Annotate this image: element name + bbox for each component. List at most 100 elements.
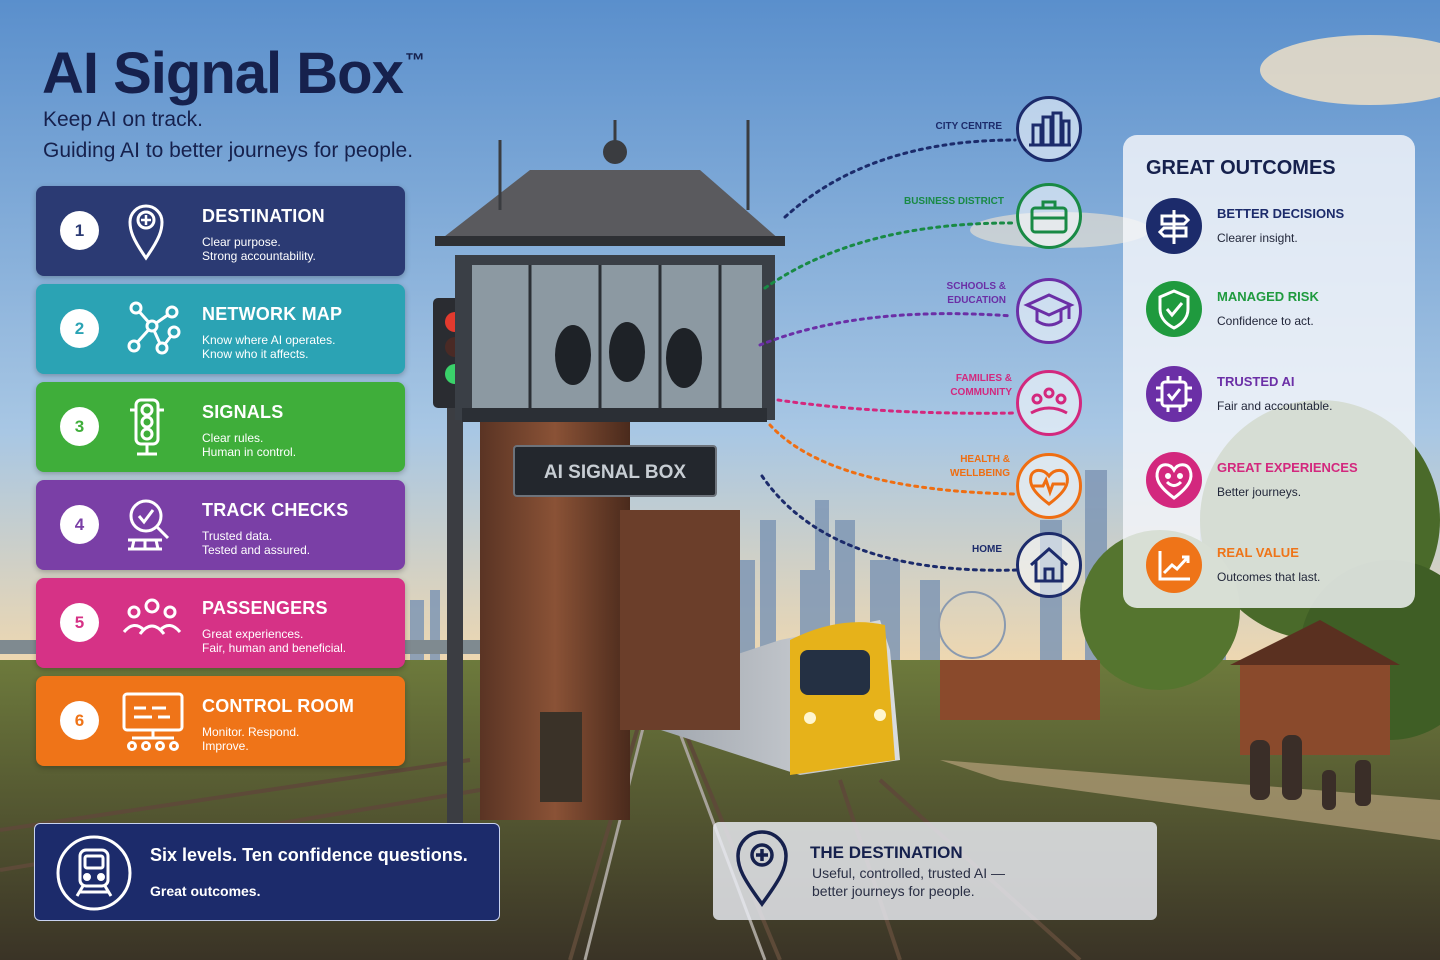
destination-city-centre[interactable] bbox=[1016, 96, 1082, 162]
six-levels-line: Six levels. Ten confidence questions. bbox=[150, 845, 468, 865]
growth-chart-icon bbox=[1146, 537, 1202, 593]
city-buildings-icon bbox=[1029, 111, 1071, 147]
level-number: 6 bbox=[60, 701, 99, 740]
level-number: 4 bbox=[60, 505, 99, 544]
destination-label-business-district: BUSINESS DISTRICT bbox=[880, 195, 1004, 209]
level-title: SIGNALS bbox=[202, 402, 284, 422]
level-desc-2: Strong accountability. bbox=[202, 249, 316, 263]
destination-health-wellbeing[interactable] bbox=[1016, 453, 1082, 519]
level-card-track-checks[interactable]: 4 TRACK CHECKS Trusted data. Tested and … bbox=[36, 480, 405, 570]
destination-label-line-2: COMMUNITY bbox=[950, 387, 1012, 398]
destination-title: THE DESTINATION bbox=[810, 843, 963, 862]
great-outcomes-line: Great outcomes. bbox=[150, 883, 261, 899]
level-desc-2: Fair, human and beneficial. bbox=[202, 641, 347, 655]
magnifier-check-icon bbox=[128, 499, 170, 551]
level-card-control-room[interactable]: 6 CONTROL ROOM Monitor. Respond. Improve… bbox=[36, 676, 405, 766]
outcome-desc: Clearer insight. bbox=[1217, 231, 1298, 245]
subtitle-line-1: Keep AI on track. bbox=[43, 108, 203, 131]
destination-label-schools: SCHOOLS & EDUCATION bbox=[900, 280, 1006, 308]
graduation-cap-icon bbox=[1023, 293, 1075, 327]
six-levels-box: Six levels. Ten confidence questions. Gr… bbox=[34, 823, 500, 921]
outcome-desc: Fair and accountable. bbox=[1217, 399, 1333, 413]
house-icon bbox=[1030, 546, 1068, 583]
level-card-network-map[interactable]: 2 NETWORK MAP Know where AI operates. Kn… bbox=[36, 284, 405, 374]
outcome-title: REAL VALUE bbox=[1217, 545, 1299, 560]
destination-pin-icon bbox=[736, 830, 788, 907]
level-card-passengers[interactable]: 5 PASSENGERS Great experiences. Fair, hu… bbox=[36, 578, 405, 668]
level-desc-2: Human in control. bbox=[202, 445, 297, 459]
outcome-desc: Confidence to act. bbox=[1217, 314, 1314, 328]
destination-label-line-1: CITY CENTRE bbox=[935, 121, 1003, 132]
destination-label-line-2: EDUCATION bbox=[947, 295, 1006, 306]
level-desc-1: Great experiences. bbox=[202, 627, 304, 641]
title-text: AI Signal Box bbox=[42, 41, 404, 106]
level-desc-2: Know who it affects. bbox=[202, 347, 309, 361]
outcome-title: TRUSTED AI bbox=[1217, 374, 1295, 389]
outcome-trusted-ai: TRUSTED AI Fair and accountable. bbox=[1146, 366, 1406, 426]
traffic-signal-icon bbox=[130, 398, 164, 456]
the-destination-box: THE DESTINATION Useful, controlled, trus… bbox=[713, 822, 1157, 920]
destination-label-families: FAMILIES & COMMUNITY bbox=[900, 372, 1012, 400]
level-number: 1 bbox=[60, 211, 99, 250]
levels-list: 1 DESTINATION Clear purpose. Strong acco… bbox=[36, 186, 405, 774]
level-card-destination[interactable]: 1 DESTINATION Clear purpose. Strong acco… bbox=[36, 186, 405, 276]
outcome-real-value: REAL VALUE Outcomes that last. bbox=[1146, 537, 1406, 597]
outcome-great-experiences: GREAT EXPERIENCES Better journeys. bbox=[1146, 452, 1406, 512]
level-title: NETWORK MAP bbox=[202, 304, 343, 324]
destination-label-line-2: WELLBEING bbox=[950, 468, 1010, 479]
destination-label-line-1: BUSINESS DISTRICT bbox=[903, 196, 1004, 207]
destination-business-district[interactable] bbox=[1016, 183, 1082, 249]
level-desc-1: Trusted data. bbox=[202, 529, 273, 543]
level-number: 5 bbox=[60, 603, 99, 642]
level-card-signals[interactable]: 3 SIGNALS Clear rules. Human in control. bbox=[36, 382, 405, 472]
level-number: 3 bbox=[60, 407, 99, 446]
destination-label-health: HEALTH & WELLBEING bbox=[900, 453, 1010, 481]
destination-label-line-1: HOME bbox=[972, 544, 1002, 555]
location-pin-icon bbox=[128, 204, 164, 261]
outcome-title: MANAGED RISK bbox=[1217, 289, 1319, 304]
destination-label-line-1: SCHOOLS & bbox=[946, 281, 1006, 292]
community-icon bbox=[1030, 387, 1068, 415]
control-panel-icon bbox=[122, 692, 184, 751]
destination-label-line-1: HEALTH & bbox=[960, 454, 1010, 465]
destination-desc-2: better journeys for people. bbox=[812, 883, 975, 899]
destination-home[interactable] bbox=[1016, 532, 1082, 598]
level-desc-1: Know where AI operates. bbox=[202, 333, 336, 347]
trademark-mark: ™ bbox=[404, 50, 425, 72]
destination-label-line-1: FAMILIES & bbox=[955, 373, 1012, 384]
network-nodes-icon bbox=[127, 301, 181, 355]
outcomes-heading: GREAT OUTCOMES bbox=[1146, 157, 1336, 179]
briefcase-icon bbox=[1030, 200, 1068, 234]
level-desc-2: Tested and assured. bbox=[202, 543, 311, 557]
people-group-icon bbox=[122, 598, 182, 635]
outcome-title: GREAT EXPERIENCES bbox=[1217, 460, 1358, 475]
signal-box-sign: AI SIGNAL BOX bbox=[544, 462, 686, 483]
signpost-icon bbox=[1146, 198, 1202, 254]
level-title: DESTINATION bbox=[202, 206, 325, 226]
destination-label-city-centre: CITY CENTRE bbox=[900, 120, 1003, 134]
chip-check-icon bbox=[1146, 366, 1202, 422]
shield-check-icon bbox=[1146, 281, 1202, 337]
destination-label-home: HOME bbox=[940, 543, 1002, 557]
smile-heart-icon bbox=[1146, 452, 1202, 508]
heart-pulse-icon bbox=[1029, 468, 1069, 506]
destination-schools-education[interactable] bbox=[1016, 278, 1082, 344]
outcome-desc: Better journeys. bbox=[1217, 485, 1302, 499]
destination-desc-1: Useful, controlled, trusted AI — bbox=[812, 865, 1005, 881]
level-title: CONTROL ROOM bbox=[202, 696, 355, 716]
outcome-title: BETTER DECISIONS bbox=[1217, 206, 1345, 221]
outcome-desc: Outcomes that last. bbox=[1217, 570, 1321, 584]
level-desc-1: Monitor. Respond. bbox=[202, 725, 300, 739]
level-title: PASSENGERS bbox=[202, 598, 328, 618]
train-icon bbox=[56, 835, 132, 911]
great-outcomes-panel: GREAT OUTCOMES BETTER DECISIONS Clearer … bbox=[1123, 135, 1415, 608]
destination-families-community[interactable] bbox=[1016, 370, 1082, 436]
subtitle-line-2: Guiding AI to better journeys for people… bbox=[43, 139, 414, 162]
level-title: TRACK CHECKS bbox=[202, 500, 349, 520]
outcome-better-decisions: BETTER DECISIONS Clearer insight. bbox=[1146, 198, 1406, 258]
level-desc-1: Clear purpose. bbox=[202, 235, 281, 249]
level-number: 2 bbox=[60, 309, 99, 348]
level-desc-1: Clear rules. bbox=[202, 431, 264, 445]
level-desc-2: Improve. bbox=[202, 739, 249, 753]
